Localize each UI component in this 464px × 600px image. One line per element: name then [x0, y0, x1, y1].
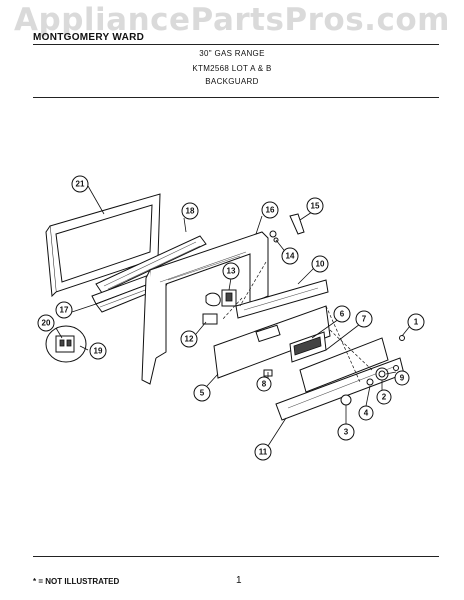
callout-16: 16 — [261, 201, 279, 219]
footer-rule — [33, 556, 439, 557]
part-backguard-frame — [141, 231, 269, 385]
assembly-guide — [221, 261, 373, 383]
callout-7: 7 — [355, 310, 373, 328]
page-number: 1 — [236, 575, 242, 586]
callout-4: 4 — [358, 405, 374, 421]
callout-10: 10 — [311, 255, 329, 273]
part-upper-panel — [235, 279, 329, 319]
part-front-panel — [275, 337, 405, 421]
svg-text:4: 4 — [364, 409, 369, 418]
callout-18: 18 — [181, 202, 199, 220]
section-title: BACKGUARD — [205, 77, 259, 86]
site-watermark: AppliancePartsPros.com — [14, 2, 450, 38]
svg-text:5: 5 — [200, 389, 205, 398]
callout-5: 5 — [193, 384, 211, 402]
part-control-panel — [213, 305, 331, 379]
callout-14: 14 — [281, 247, 299, 265]
callout-2: 2 — [376, 389, 392, 405]
svg-text:16: 16 — [266, 206, 275, 215]
callout-9: 9 — [394, 370, 410, 386]
callout-1: 1 — [407, 313, 425, 331]
part-pin — [399, 335, 405, 341]
svg-text:9: 9 — [400, 374, 405, 383]
part-clock — [289, 331, 327, 363]
part-switch — [221, 289, 237, 307]
svg-text:3: 3 — [344, 428, 349, 437]
part-bracket — [289, 213, 305, 235]
callout-8: 8 — [256, 376, 272, 392]
svg-text:2: 2 — [382, 393, 387, 402]
part-terminal-block — [45, 325, 87, 363]
callout-21: 21 — [71, 175, 89, 193]
svg-text:11: 11 — [259, 448, 268, 457]
svg-text:21: 21 — [76, 180, 85, 189]
part-rear-panel — [45, 193, 161, 298]
callout-20: 20 — [37, 314, 55, 332]
callout-15: 15 — [306, 197, 324, 215]
product-title: 30" GAS RANGE — [199, 49, 265, 58]
not-illustrated-legend: * = NOT ILLUSTRATED — [33, 577, 120, 586]
callout-12: 12 — [180, 330, 198, 348]
svg-text:10: 10 — [316, 260, 325, 269]
model-number: KTM2568 LOT A & B — [192, 64, 272, 73]
svg-text:13: 13 — [227, 267, 236, 276]
svg-text:6: 6 — [340, 310, 345, 319]
svg-text:17: 17 — [60, 306, 69, 315]
svg-text:15: 15 — [311, 202, 320, 211]
header-rule-bottom — [33, 97, 439, 98]
svg-text:1: 1 — [414, 318, 419, 327]
svg-text:14: 14 — [286, 252, 295, 261]
callout-13: 13 — [222, 262, 240, 280]
callout-17: 17 — [55, 301, 73, 319]
header-rule-top — [33, 44, 439, 45]
svg-text:8: 8 — [262, 380, 267, 389]
svg-text:19: 19 — [94, 347, 103, 356]
svg-text:18: 18 — [186, 207, 195, 216]
callout-3: 3 — [337, 423, 355, 441]
part-trim-rail — [95, 235, 207, 294]
svg-text:12: 12 — [185, 335, 194, 344]
manufacturer-name: MONTGOMERY WARD — [33, 32, 145, 43]
svg-text:20: 20 — [42, 319, 51, 328]
svg-text:7: 7 — [362, 315, 367, 324]
part-switch-knob — [340, 365, 399, 406]
callout-6: 6 — [333, 305, 351, 323]
callout-11: 11 — [254, 443, 272, 461]
callout-19: 19 — [89, 342, 107, 360]
part-clock-motor — [202, 292, 221, 325]
part-screw — [269, 230, 279, 243]
